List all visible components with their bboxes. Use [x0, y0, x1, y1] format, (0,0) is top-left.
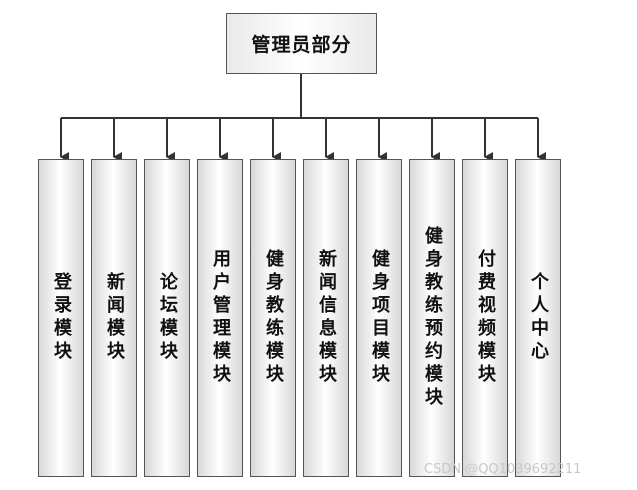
module-node-label: 论坛模块: [157, 272, 178, 364]
module-node-label: 付费视频模块: [475, 249, 496, 387]
branch-lines: [60, 118, 546, 162]
module-node-label: 用户管理模块: [210, 249, 231, 387]
module-node-label: 新闻信息模块: [316, 249, 337, 387]
module-node-personal-center: 个人中心: [515, 159, 561, 477]
module-node-label: 健身项目模块: [369, 249, 390, 387]
root-node: 管理员部分: [226, 13, 377, 74]
module-node-label: 个人中心: [528, 272, 549, 364]
module-node-coach: 健身教练模块: [250, 159, 296, 477]
module-node-label: 登录模块: [51, 272, 72, 364]
watermark: CSDN @QQ1039692211: [424, 462, 582, 477]
module-node-login: 登录模块: [38, 159, 84, 477]
module-node-paid-video: 付费视频模块: [462, 159, 508, 477]
module-node-news-info: 新闻信息模块: [303, 159, 349, 477]
module-node-user-management: 用户管理模块: [197, 159, 243, 477]
module-node-label: 新闻模块: [104, 272, 125, 364]
module-node-coach-booking: 健身教练预约模块: [409, 159, 455, 477]
module-node-label: 健身教练模块: [263, 249, 284, 387]
module-node-news: 新闻模块: [91, 159, 137, 477]
root-node-label: 管理员部分: [251, 34, 352, 56]
module-node-label: 健身教练预约模块: [422, 226, 443, 410]
module-node-forum: 论坛模块: [144, 159, 190, 477]
module-node-fitness-project: 健身项目模块: [356, 159, 402, 477]
